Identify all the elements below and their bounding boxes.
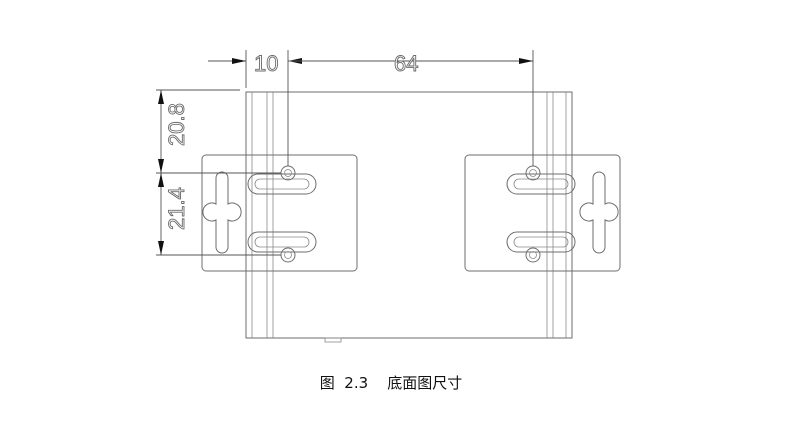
figure-caption: 图 2.3 底面图尺寸 — [319, 374, 463, 392]
right-upper-slot-outer — [506, 173, 576, 195]
right-mounting-bracket — [464, 154, 621, 272]
left-upper-slot-outer — [247, 173, 317, 195]
right-keyhole-slot — [579, 171, 619, 254]
left-lower-hole — [280, 247, 296, 263]
dim-21-4-arrow-top — [158, 173, 164, 187]
dim-label-64: 64 — [394, 51, 418, 76]
dim-20-8-arrow-bottom — [158, 159, 164, 173]
left-keyhole-slot — [202, 171, 242, 254]
dim-10-arrow-left — [232, 58, 246, 64]
right-upper-hole — [525, 165, 541, 181]
left-lower-slot-outer — [247, 231, 317, 253]
dim-20-8-arrow-top — [158, 90, 164, 104]
right-lower-slot-outer — [506, 231, 576, 253]
dim-21-4-arrow-bottom — [158, 241, 164, 255]
dim-label-21-4: 21.4 — [164, 187, 189, 230]
device-body — [245, 91, 573, 343]
dim-64-arrow-right — [519, 58, 533, 64]
horizontal-dimensions: 10 64 — [208, 50, 534, 166]
left-upper-hole — [280, 165, 296, 181]
left-mounting-bracket — [201, 154, 358, 272]
right-lower-hole — [525, 247, 541, 263]
dim-label-20-8: 20.8 — [164, 103, 189, 146]
vertical-dimensions: 20.8 21.4 — [156, 89, 281, 256]
dim-label-10: 10 — [254, 51, 278, 76]
